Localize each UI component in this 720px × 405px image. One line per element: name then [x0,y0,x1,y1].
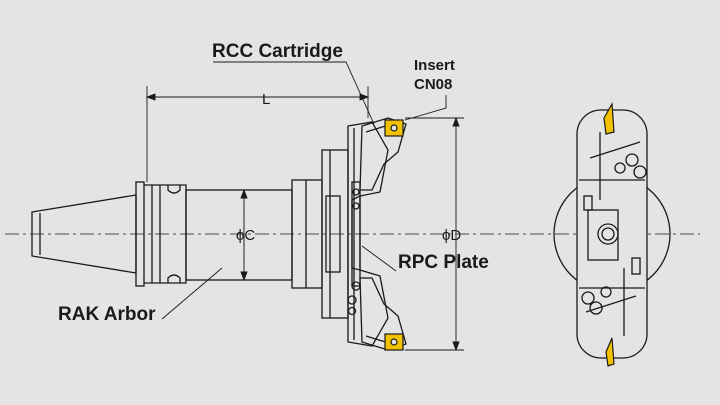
insert-end-top [603,101,615,135]
label-rpc-plate: RPC Plate [398,252,489,273]
label-rak-arbor: RAK Arbor [58,304,156,325]
leader-lines [161,61,447,320]
end-view [553,109,671,359]
label-dim-phiC: ϕC [236,227,255,244]
label-dim-phiD: ϕD [442,227,461,244]
insert-end-bottom [605,337,615,367]
dimension-phiD [405,116,464,352]
label-insert: Insert [414,57,455,74]
dimension-L [145,86,370,182]
label-cn08: CN08 [414,76,452,93]
label-rcc-cartridge: RCC Cartridge [212,41,343,62]
rpc-plate [347,181,361,316]
label-dim-L: L [262,91,270,108]
dimension-phiC [240,188,248,282]
inserts [384,101,615,367]
